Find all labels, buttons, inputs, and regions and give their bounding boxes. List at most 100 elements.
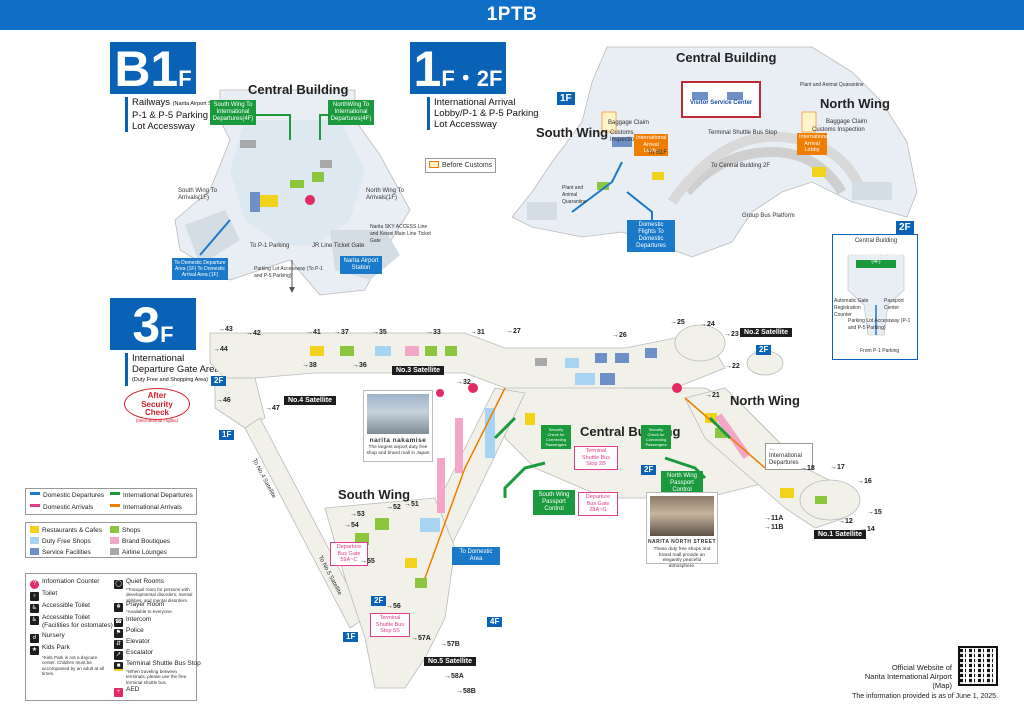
b1f-parking-access-label: Parking Lot Accessway (To P-1 and P-5 Pa… xyxy=(254,266,323,279)
legend-restaurants: Restaurants & Cafes xyxy=(30,526,102,535)
nakamise-brand: narita nakamise xyxy=(369,437,427,444)
f3-tag-1f-a: 1F xyxy=(219,430,235,440)
gate-58a: →58A xyxy=(444,673,464,680)
south-arrival-lobby-label: International Arrival Lobby xyxy=(634,134,668,156)
b1f-north-wing-intl-label: NorthWing To International Departures(4F… xyxy=(328,100,374,125)
quiet-room-icon: ◯ xyxy=(114,580,123,589)
f1f2-central-building-label: Central Building xyxy=(676,50,777,65)
legend-shuttle-note: *When traveling between terminals, pleas… xyxy=(126,669,187,685)
f1f2-south-wing-label: South Wing xyxy=(536,125,609,140)
gate-26: →26 xyxy=(612,332,627,339)
gate-33: →33 xyxy=(426,329,441,336)
gate-25: →25 xyxy=(670,319,685,326)
f3-south-wing-label: South Wing xyxy=(338,487,411,502)
security-check-north-label: Security Check for Connecting Passengers xyxy=(641,425,671,449)
f3-tag-1f-b: 1F xyxy=(343,632,359,642)
f3-tag-2f-b: 2F xyxy=(641,465,657,475)
f3-north-wing-label: North Wing xyxy=(730,393,800,408)
legend-intl-arrivals: International Arrivals xyxy=(110,504,182,512)
gate-46: →46 xyxy=(216,397,231,404)
nakamise-image xyxy=(367,394,429,434)
gate-44: →44 xyxy=(213,346,228,353)
gate-43: →43 xyxy=(218,326,233,333)
legend-shuttle-bus: ■Terminal Shuttle Bus Stop xyxy=(114,660,201,671)
satellite-no1-label: No.1 Satellite xyxy=(814,530,866,539)
gate-23: →23 xyxy=(724,331,739,338)
legend-intl-departures: International Departures xyxy=(110,492,193,500)
kids-park-icon: ★ xyxy=(30,646,39,655)
f2-inset-from-p1-label: From P-1 Parking xyxy=(860,348,900,354)
north-street-brand: NARITA NORTH STREET xyxy=(647,539,717,545)
nakamise-caption: The largest airport duty free shop and b… xyxy=(366,445,430,456)
flow-legend xyxy=(25,488,197,515)
gate-11b: →11B xyxy=(764,524,784,531)
legend-brand-boutiques: Brand Boutiques xyxy=(110,537,170,546)
legend-ostomate-note: (Facilities for ostomates) xyxy=(42,622,113,629)
f2-inset-auto-gate-label: Automatic Gate Registration Counter xyxy=(834,298,869,318)
f3-tag-2f-c: 2F xyxy=(756,345,772,355)
qr-code[interactable] xyxy=(958,646,998,686)
to-domestic-area-label: To Domestic Area xyxy=(452,547,500,565)
aed-icon: + xyxy=(114,688,123,697)
gate-12: →12 xyxy=(838,518,853,525)
police-icon: ⚑ xyxy=(114,629,123,638)
satellite-no4-label: No.4 Satellite xyxy=(284,396,336,405)
f2-inset-map xyxy=(847,254,905,336)
accessible-toilet-ostomate-icon: ♿ xyxy=(30,616,39,625)
gate-42: →42 xyxy=(246,330,261,337)
satellite-no3-label: No.3 Satellite xyxy=(392,366,444,375)
b1f-domestic-area-label: To Domestic Departure Area (1F) To Domes… xyxy=(172,258,228,280)
gate-47: →47 xyxy=(265,405,280,412)
satellite-no5-label: No.5 Satellite xyxy=(424,657,476,666)
legend-prayer-note: *Available to everyone. xyxy=(126,609,173,614)
south-customs-label: Customs Inspection xyxy=(610,130,638,143)
departure-bus-59a-label: Departure Bus Gate 59A~C xyxy=(330,542,368,566)
gate-18: →18 xyxy=(800,465,815,472)
f2-inset-central-label: Central Building xyxy=(854,238,898,244)
gate-15: →15 xyxy=(867,509,882,516)
shuttle-2b-label: Terminal Shuttle Bus Stop 2B xyxy=(574,446,618,470)
gate-58b: →58B xyxy=(456,688,476,695)
f1f2-map xyxy=(512,46,918,258)
north-street-photo: NARITA NORTH STREET These duty free shop… xyxy=(646,492,718,569)
south-plant-quarantine-label: Plant and Animal Quarantine xyxy=(562,185,587,205)
f3-tag-2f-d: 2F xyxy=(371,596,387,606)
after-security-badge: After Security Check (International Flig… xyxy=(124,388,190,423)
gate-52: →52 xyxy=(386,504,401,511)
b1f-south-wing-intl-label: South Wing To International Departures(4… xyxy=(210,100,256,125)
f2-inset-intl-label: To International Departures (4F) xyxy=(845,252,907,265)
b1f-description: Railways (Narita Airport Station) P-1 & … xyxy=(125,97,227,132)
gate-31: →31 xyxy=(470,329,485,336)
domestic-flights-label: Domestic Flights To Domestic Departures xyxy=(627,220,675,252)
gate-24: →24 xyxy=(700,321,715,328)
b1f-to-p1-label: To P-1 Parking xyxy=(250,243,290,249)
north-plant-quarantine-label: Plant and Animal Quarantine xyxy=(800,82,864,88)
gate-41: →41 xyxy=(306,329,321,336)
to-central-2f-label: To Central Building 2F xyxy=(711,163,771,169)
legend-toilet: ♁Toilet xyxy=(30,590,57,601)
intl-departures-legend: ← International Departures xyxy=(765,443,813,470)
b1f-skyaccess-label: Narita SKY ACCESS Line and Keisei Main L… xyxy=(370,224,431,244)
escalator-icon: ↗ xyxy=(114,651,123,660)
legend-kids-note: *Kids Park is not a daycare center. Chil… xyxy=(42,655,105,677)
gate-16: →16 xyxy=(857,478,872,485)
f1f2-description: International Arrival Lobby/P-1 & P-5 Pa… xyxy=(427,97,539,130)
legend-information-counter: ?Information Counter xyxy=(30,578,99,589)
legend-domestic-departures: Domestic Departures xyxy=(30,492,104,500)
legend-domestic-arrivals: Domestic Arrivals xyxy=(30,504,93,512)
b1f-central-building-label: Central Building xyxy=(248,82,349,97)
legend-duty-free: Duty Free Shops xyxy=(30,537,91,546)
legend-airline-lounges: Airline Lounges xyxy=(110,548,167,557)
gate-36: →36 xyxy=(352,362,367,369)
legend-service-facilities: Service Facilities xyxy=(30,548,91,557)
gate-51: →51 xyxy=(404,501,419,508)
south-wing-passport-label: South Wing Passport Control xyxy=(533,490,575,515)
gate-54: →54 xyxy=(344,522,359,529)
nursery-icon: ☌ xyxy=(30,634,39,643)
icon-legend xyxy=(25,573,197,701)
shuttle-5s-label: Terminal Shuttle Bus Stop 5S xyxy=(370,613,410,637)
legend-prayer-room: ☬Prayer Room xyxy=(114,601,164,612)
information-icon: ? xyxy=(30,580,39,589)
legend-nursery: ☌Nursery xyxy=(30,632,65,643)
gate-55: →55 xyxy=(360,558,375,565)
